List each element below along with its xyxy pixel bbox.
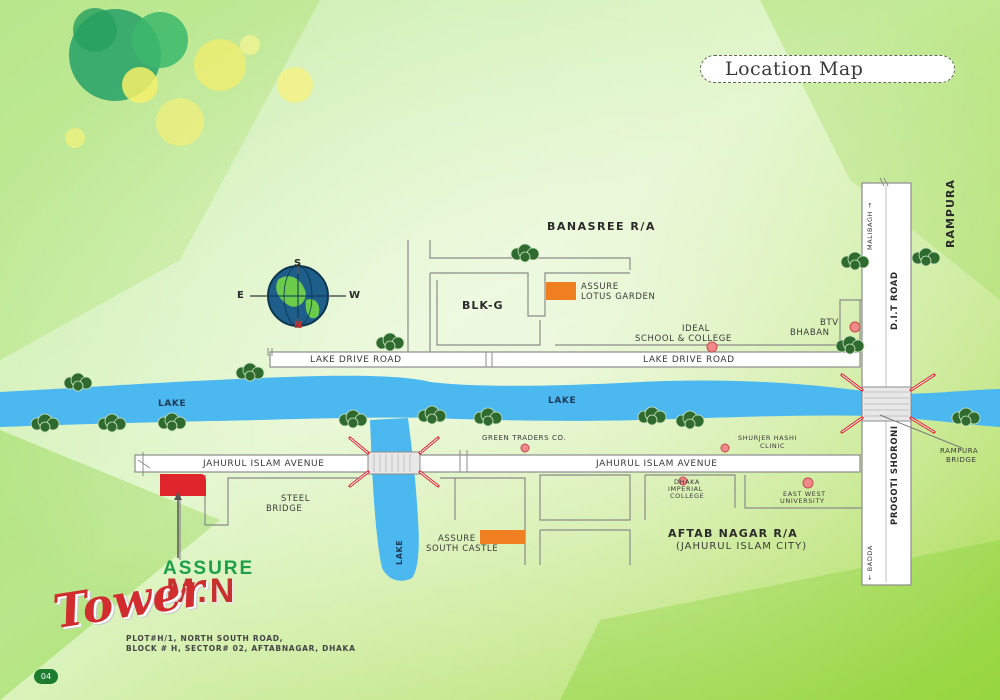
tree-icon	[417, 405, 447, 425]
tree-icon	[840, 251, 870, 271]
tree-icon	[911, 247, 941, 267]
landmark-dhaka-2: IMPERIAL	[668, 485, 703, 493]
green-traders-marker	[520, 443, 530, 453]
landmark-btv-2: BHABAN	[790, 328, 830, 338]
road-progoti-shoroni: PROGOTI SHORONI	[890, 425, 900, 525]
compass-north: N	[294, 320, 303, 331]
address-line-2: BLOCK # H, SECTOR# 02, AFTABNAGAR, DHAKA	[126, 644, 356, 653]
trees	[30, 243, 981, 433]
landmark-ideal-1: IDEAL	[682, 324, 710, 334]
ideal-school-marker	[706, 341, 718, 353]
tree-icon	[835, 335, 865, 355]
area-banasree: BANASREE R/A	[547, 220, 656, 233]
landmark-btv-1: BTV	[820, 318, 839, 328]
road-lake-drive-2: LAKE DRIVE ROAD	[643, 355, 735, 365]
tree-icon	[951, 407, 981, 427]
page-number: 04	[34, 669, 58, 684]
area-aftab-nagar: AFTAB NAGAR R/A	[668, 527, 798, 540]
landmark-dhaka-1: DHAKA	[674, 478, 700, 486]
tree-icon	[338, 409, 368, 429]
landmark-rampura-bridge-1: RAMPURA	[940, 447, 979, 455]
landmark-shurjer-2: CLINIC	[760, 442, 785, 450]
landmark-ewu-2: UNIVERSITY	[780, 497, 825, 505]
tree-icon	[510, 243, 540, 263]
brand-assure: ASSURE	[163, 558, 255, 579]
area-blk-g: BLK-G	[462, 299, 504, 312]
compass-globe-icon	[250, 264, 346, 328]
landmark-assure-lotus-2: LOTUS GARDEN	[581, 292, 656, 302]
lake-main	[0, 375, 1000, 427]
area-rampura: RAMPURA	[944, 179, 957, 248]
compass-east: E	[237, 290, 245, 301]
brand-mn: M.N	[166, 572, 238, 610]
tree-icon	[235, 362, 265, 382]
assure-south-castle-marker	[480, 530, 525, 544]
lake-label-center: LAKE	[548, 396, 577, 406]
steel-bridge-shape	[348, 436, 440, 488]
road-dit: D.I.T ROAD	[890, 271, 900, 330]
landmark-assure-south-1: ASSURE	[438, 534, 476, 544]
road-badda: ← BADDA	[866, 545, 874, 580]
east-west-marker	[802, 477, 814, 489]
tree-icon	[63, 372, 93, 392]
tree-icon	[473, 407, 503, 427]
landmark-ideal-2: SCHOOL & COLLEGE	[635, 334, 732, 344]
road-malibagh: MALIBAGH →	[866, 202, 874, 250]
landmark-rampura-bridge-2: BRIDGE	[946, 456, 977, 464]
road-jahurul-avenue-1: JAHURUL ISLAM AVENUE	[203, 459, 325, 469]
tree-icon	[637, 406, 667, 426]
tree-icon	[675, 410, 705, 430]
landmark-steel-1: STEEL	[281, 494, 311, 504]
landmark-green-traders: GREEN TRADERS CO.	[482, 434, 567, 442]
assure-lotus-garden-marker	[546, 282, 576, 300]
road-lake-drive-1: LAKE DRIVE ROAD	[310, 355, 402, 365]
tree-icon	[30, 413, 60, 433]
compass-south: S	[294, 258, 302, 269]
landmark-ewu-1: EAST WEST	[783, 490, 826, 498]
tree-icon	[97, 413, 127, 433]
tree-icon	[375, 332, 405, 352]
mn-tower-marker	[160, 474, 206, 496]
landmark-assure-lotus-1: ASSURE	[581, 282, 619, 292]
address-line-1: PLOT#H/1, NORTH SOUTH ROAD,	[126, 634, 284, 643]
compass-west: W	[349, 290, 361, 301]
landmark-steel-2: BRIDGE	[266, 504, 303, 514]
landmark-assure-south-2: SOUTH CASTLE	[426, 544, 499, 554]
btv-bhaban-marker	[849, 321, 861, 333]
landmark-dhaka-3: COLLEGE	[670, 492, 705, 500]
rampura-bridge-shape	[840, 373, 936, 434]
shurjer-hashi-marker	[720, 443, 730, 453]
lake-label-west: LAKE	[158, 399, 187, 409]
dhaka-imperial-marker	[678, 476, 688, 486]
title-box	[700, 55, 955, 83]
area-jahurul-city: (JAHURUL ISLAM CITY)	[676, 541, 808, 552]
tree-icon	[157, 412, 187, 432]
progoti-shoroni-road	[861, 182, 912, 586]
jahurul-islam-avenue	[134, 454, 861, 473]
lake-drive-road	[269, 351, 861, 368]
lake-label-branch: LAKE	[395, 539, 404, 565]
page-title: Location Map	[725, 58, 864, 80]
landmark-shurjer-1: SHURJER HASHI	[738, 434, 797, 442]
road-jahurul-avenue-2: JAHURUL ISLAM AVENUE	[596, 459, 718, 469]
